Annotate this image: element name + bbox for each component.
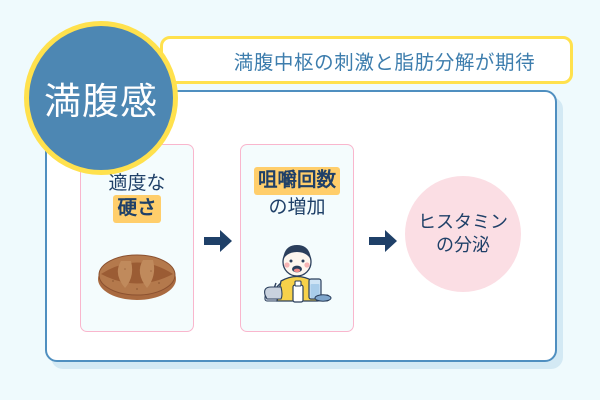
main-panel: 適度な 硬さ	[45, 90, 557, 362]
arrow-hardness-to-chewing	[203, 228, 233, 254]
result-circle-text: ヒスタミン の分泌	[418, 211, 508, 258]
main-concept-label: 満腹感	[44, 80, 158, 123]
step-card-chewing: 咀嚼回数 の増加	[240, 144, 354, 332]
step-chewing-highlight-label: 咀嚼回数	[253, 167, 340, 195]
bread-loaf-icon	[91, 241, 183, 305]
result-line-1: ヒスタミン	[418, 211, 508, 233]
result-line-2: の分泌	[436, 235, 490, 256]
step-hardness-highlight-label: 硬さ	[113, 195, 161, 224]
step-card-chewing-text: 咀嚼回数 の増加	[253, 167, 340, 219]
step-hardness-plain-label: 適度な	[108, 172, 166, 194]
arrow-chewing-to-histamine	[368, 228, 398, 254]
headline-banner-text: 満腹中枢の刺激と脂肪分解が期待	[233, 50, 536, 74]
step-chewing-plain-label: の増加	[268, 195, 326, 218]
step-card-hardness-text: 適度な 硬さ	[108, 171, 166, 224]
main-concept-circle: 満腹感	[24, 21, 178, 175]
step-card-hardness: 適度な 硬さ	[80, 144, 194, 332]
person-eating-icon	[251, 239, 343, 313]
result-circle-histamine: ヒスタミン の分泌	[405, 176, 521, 292]
headline-banner: 満腹中枢の刺激と脂肪分解が期待	[160, 36, 573, 84]
